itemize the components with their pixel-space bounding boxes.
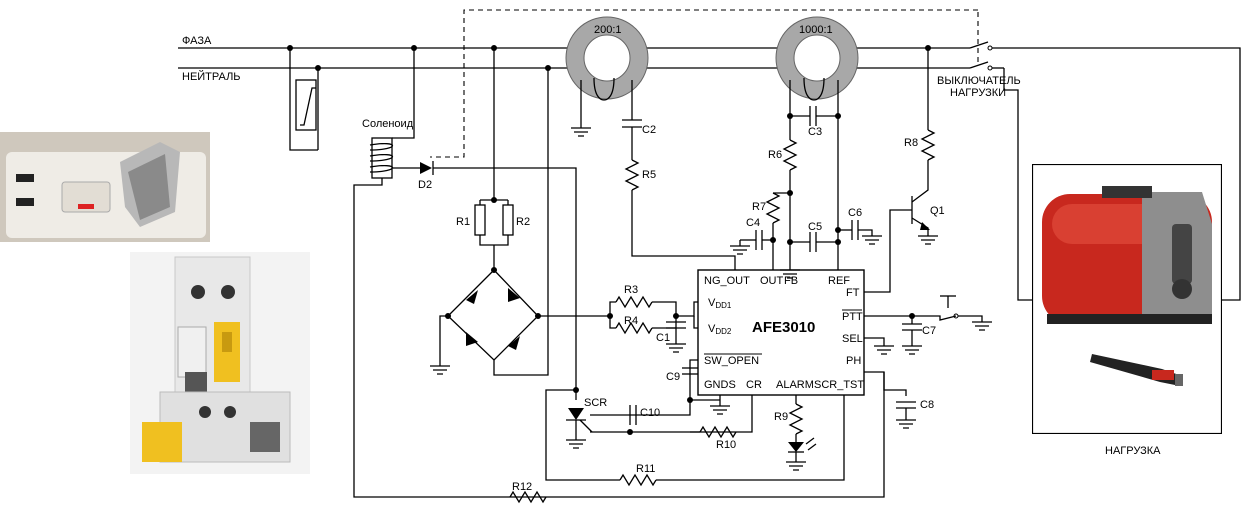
pin-sel: SEL xyxy=(842,333,863,345)
hair-clipper-photo xyxy=(1090,354,1183,386)
rcd-breaker-photo xyxy=(130,252,310,474)
load-box xyxy=(1032,164,1222,434)
label-C3: C3 xyxy=(808,126,822,138)
label-R8: R8 xyxy=(904,137,918,149)
label-R9: R9 xyxy=(774,411,788,423)
label-R4: R4 xyxy=(624,315,638,327)
label-D2: D2 xyxy=(418,179,432,191)
label-C4: C4 xyxy=(746,217,760,229)
ic-afe3010 xyxy=(697,269,865,396)
label-C9: C9 xyxy=(666,371,680,383)
label-neutral: НЕЙТРАЛЬ xyxy=(182,70,241,83)
pin-ng-out: NG_OUT xyxy=(704,275,750,287)
ct2-ratio: 1000:1 xyxy=(799,24,833,36)
switch-label-line2: НАГРУЗКИ xyxy=(950,87,1006,99)
label-phase: ФАЗА xyxy=(182,35,212,47)
solenoid-label: Соленоид xyxy=(362,118,414,130)
pin-ft: FT xyxy=(846,287,860,299)
ct1-ratio: 200:1 xyxy=(594,24,622,36)
pin-ph: PH xyxy=(846,355,861,367)
gfci-outlet-photo xyxy=(0,132,210,242)
label-R3: R3 xyxy=(624,284,638,296)
label-C10: C10 xyxy=(640,407,660,419)
pin-vdd2: VDD2 xyxy=(708,323,732,336)
pin-alarm: ALARM xyxy=(776,379,814,391)
pin-fb: FB xyxy=(784,275,798,287)
label-R2: R2 xyxy=(516,216,530,228)
label-R12: R12 xyxy=(512,481,532,493)
toaster-photo xyxy=(1042,186,1212,324)
switch-label-line1: ВЫКЛЮЧАТЕЛЬ xyxy=(937,75,1021,87)
label-R1: R1 xyxy=(456,216,470,228)
pin-ptt: PTT xyxy=(842,311,863,323)
label-C8: C8 xyxy=(920,399,934,411)
label-C1: C1 xyxy=(656,332,670,344)
label-SCR: SCR xyxy=(584,397,607,409)
label-Q1: Q1 xyxy=(930,205,945,217)
label-R11: R11 xyxy=(636,463,655,475)
label-C2: C2 xyxy=(642,124,656,136)
label-R7: R7 xyxy=(752,201,766,213)
pin-sw-open: SW_OPEN xyxy=(704,355,759,367)
pin-cr: CR xyxy=(746,379,762,391)
label-C5: C5 xyxy=(808,221,822,233)
pin-out: OUT xyxy=(760,275,784,287)
load-label: НАГРУЗКА xyxy=(1105,445,1161,457)
label-R10: R10 xyxy=(716,439,736,451)
label-C6: C6 xyxy=(848,207,862,219)
pin-gnds: GNDS xyxy=(704,379,736,391)
label-R5: R5 xyxy=(642,169,656,181)
pin-scr-tst: SCR_TST xyxy=(814,379,864,391)
pin-ref: REF xyxy=(828,275,850,287)
label-C7: C7 xyxy=(922,325,936,337)
pin-vdd1: VDD1 xyxy=(708,297,732,310)
label-R6: R6 xyxy=(768,149,782,161)
ic-name: AFE3010 xyxy=(752,319,815,336)
